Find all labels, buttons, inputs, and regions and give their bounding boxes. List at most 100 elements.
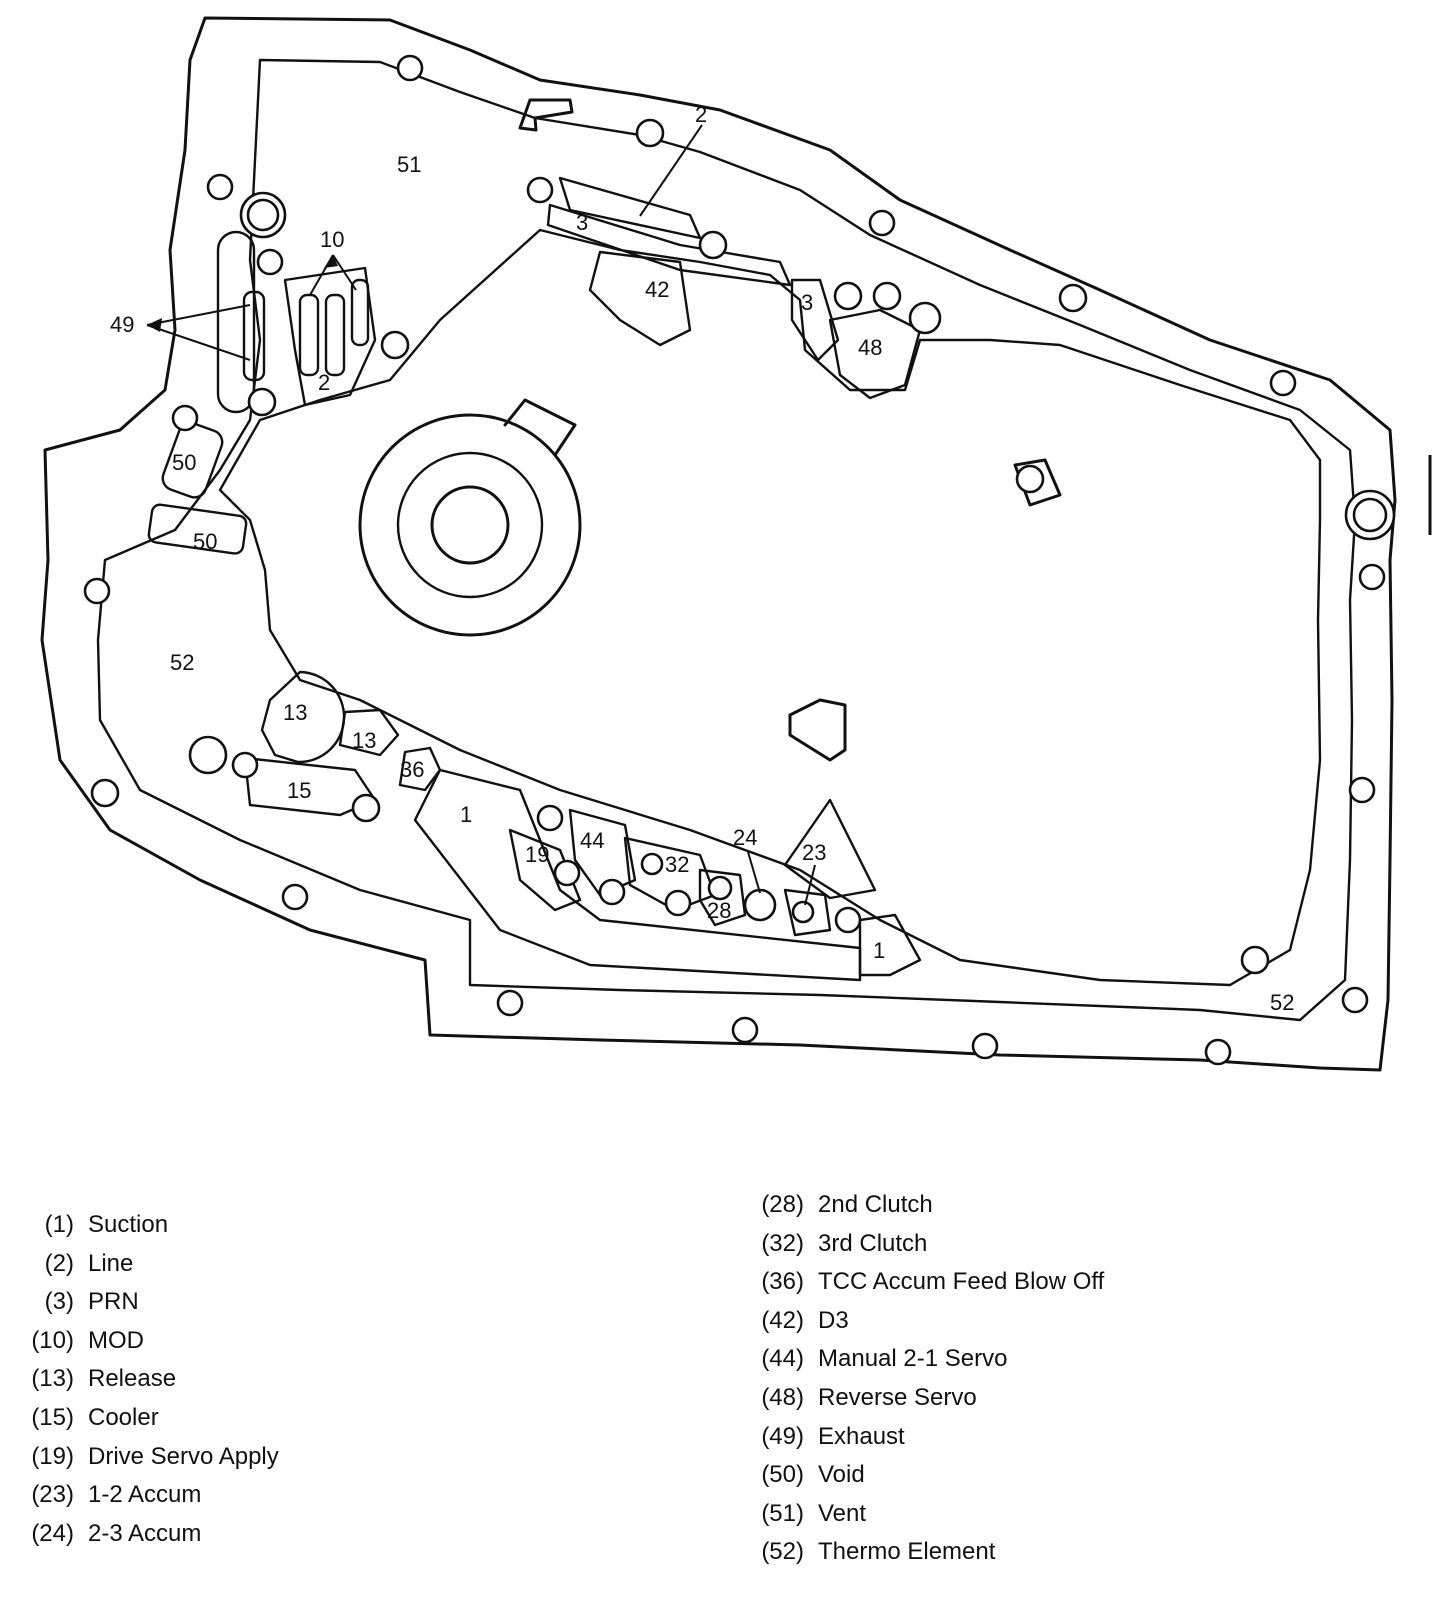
- bolt-hole: [872, 281, 902, 311]
- callout-48: 48: [858, 335, 882, 360]
- void-50-upper: [161, 421, 224, 499]
- passage-32-block: [623, 836, 717, 912]
- leader-49-a: [146, 304, 251, 326]
- bolt-hole: [351, 793, 381, 823]
- callout-1-b: 1: [873, 938, 885, 963]
- bolt-hole: [1240, 945, 1270, 975]
- callout-49: 49: [110, 312, 134, 337]
- legend-item: (51)Vent: [761, 1499, 867, 1527]
- passage-49-left: [216, 230, 256, 414]
- legend-item: (49)Exhaust: [761, 1422, 905, 1450]
- leader-10-arrow-a: [324, 255, 338, 268]
- bolt-hole: [664, 889, 692, 917]
- legend-item: (52)Thermo Element: [761, 1538, 996, 1566]
- gasket-diagram: 51 2 10 49 3 42 3 48 2 50 50 52 13 13 36…: [40, 16, 1432, 1072]
- callout-44: 44: [580, 828, 604, 853]
- passage-23-pocket: [783, 888, 832, 937]
- leader-49-arrow: [147, 318, 162, 332]
- callout-52-right: 52: [1270, 990, 1294, 1015]
- passage-49-slot: [242, 290, 266, 382]
- callout-10: 10: [320, 227, 344, 252]
- passage-48-block: [828, 308, 922, 400]
- passage-10-slot-b: [324, 293, 346, 377]
- bolt-hole: [256, 248, 284, 276]
- passage-13-tab: [338, 708, 400, 757]
- legend-item: (23)1-2 Accum: [31, 1481, 202, 1509]
- callout-32: 32: [665, 852, 689, 877]
- bolt-hole: [231, 751, 259, 779]
- legend-item: (13)Release: [31, 1365, 177, 1393]
- bolt-hole: [206, 173, 234, 201]
- passage-1-large: [413, 768, 862, 982]
- bolt-hole-inner: [1352, 497, 1388, 533]
- legend-item: (42)D3: [761, 1306, 849, 1334]
- legend-item: (28)2nd Clutch: [761, 1191, 933, 1218]
- passage-10-block: [283, 266, 377, 407]
- leader-49-b: [146, 324, 251, 361]
- callout-36: 36: [400, 757, 424, 782]
- gasket-drawing: 51 2 10 49 3 42 3 48 2 50 50 52 13 13 36…: [40, 16, 1432, 1072]
- callout-52-left: 52: [170, 650, 194, 675]
- passage-23-triangle: [783, 798, 877, 900]
- callout-50-b: 50: [193, 529, 217, 554]
- bolt-hole: [731, 1016, 759, 1044]
- callout-13-b: 13: [352, 728, 376, 753]
- legend-item: (50)Void: [761, 1461, 865, 1489]
- bolt-hole: [707, 875, 733, 901]
- pump-middle-ring: [396, 451, 544, 599]
- bolt-hole: [1341, 986, 1369, 1014]
- bolt-hole: [1015, 464, 1045, 494]
- legend-item: (48)Reverse Servo: [761, 1383, 977, 1411]
- passage-3-pocket: [790, 278, 840, 362]
- callout-23: 23: [802, 840, 826, 865]
- callout-50-a: 50: [172, 450, 196, 475]
- legend-item: (24)2-3 Accum: [31, 1519, 202, 1547]
- callout-15: 15: [287, 778, 311, 803]
- passage-3-channel: [546, 203, 792, 287]
- tab-center: [788, 698, 847, 762]
- bolt-hole: [1269, 369, 1297, 397]
- callout-1-a: 1: [460, 802, 472, 827]
- bolt-hole: [281, 883, 309, 911]
- gasket-outer-outline: [40, 16, 1397, 1072]
- bolt-hole: [536, 804, 564, 832]
- legend-left-column: (1)Suction (2)Line (3)PRN (10)MOD (13)Re…: [18, 1206, 279, 1553]
- passage-2-channel: [558, 176, 702, 240]
- bolt-hole: [1358, 563, 1386, 591]
- leader-10-b: [332, 254, 357, 291]
- bolt-hole: [247, 387, 277, 417]
- legend-item: (36)TCC Accum Feed Blow Off: [761, 1268, 1105, 1296]
- bolt-hole: [396, 54, 424, 82]
- callout-3-upper: 3: [576, 210, 588, 235]
- legend-item: (32)3rd Clutch: [761, 1229, 928, 1257]
- bolt-hole-inner: [246, 198, 280, 232]
- callout-28: 28: [707, 898, 731, 923]
- callout-2-top: 2: [695, 102, 707, 127]
- bolt-hole: [526, 176, 554, 204]
- bolt-hole: [1204, 1038, 1232, 1066]
- legend-item: (44)Manual 2-1 Servo: [761, 1345, 1008, 1373]
- legend-item: (2)Line: [44, 1249, 134, 1277]
- legend-item: (19)Drive Servo Apply: [31, 1442, 279, 1470]
- passage-28-pocket: [698, 868, 747, 927]
- bolt-hole: [1058, 283, 1088, 313]
- leader-23: [804, 864, 816, 906]
- bolt-hole: [83, 577, 111, 605]
- legend-item: (3)PRN: [44, 1288, 139, 1316]
- bolt-hole: [971, 1032, 999, 1060]
- bolt-hole: [380, 330, 410, 360]
- leader-24: [747, 851, 761, 894]
- passage-1-right: [858, 913, 922, 977]
- bolt-hole: [1348, 776, 1376, 804]
- bolt-hole: [171, 404, 199, 432]
- bolt-hole: [553, 859, 581, 887]
- passage-42-block: [588, 250, 692, 347]
- pump-outer-ring: [358, 413, 582, 637]
- passage-19-block: [508, 828, 582, 912]
- void-50-lower: [147, 503, 248, 555]
- callout-19: 19: [525, 842, 549, 867]
- pump-inner-bore: [430, 485, 510, 565]
- callout-3-right: 3: [801, 290, 813, 315]
- callout-51: 51: [397, 152, 421, 177]
- legend-item: (15)Cooler: [31, 1403, 159, 1431]
